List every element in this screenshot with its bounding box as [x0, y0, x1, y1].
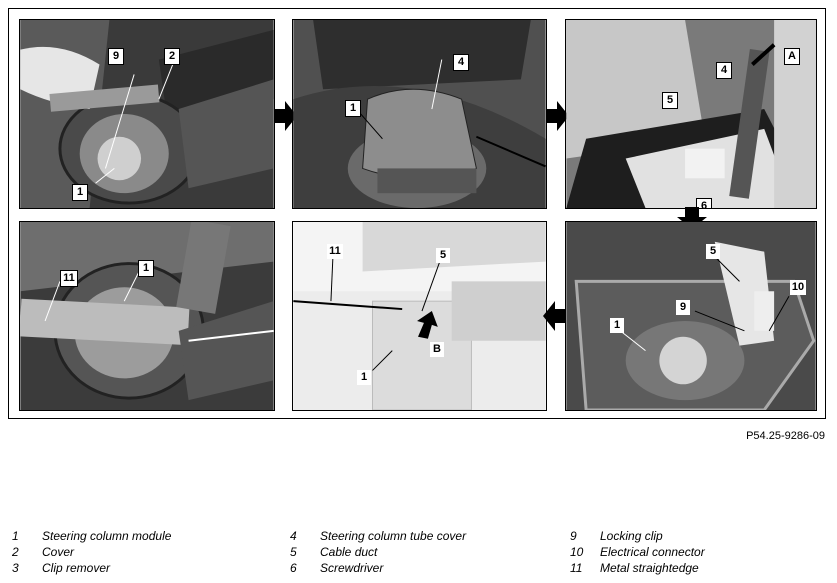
callout-9: 9	[676, 300, 690, 315]
figure-id: P54.25-9286-09	[746, 430, 825, 442]
callout-1b: 1	[345, 100, 361, 117]
callout-5c: 5	[706, 244, 720, 259]
callout-11: 11	[60, 270, 78, 287]
callout-10: 10	[790, 280, 806, 295]
photo-panel-2: 4 1	[292, 19, 547, 209]
arrow-label-a: A	[784, 48, 800, 65]
arrow-label-b: B	[430, 342, 444, 357]
callout-2: 2	[164, 48, 180, 65]
callout-4: 4	[453, 54, 469, 71]
callout-1e: 1	[610, 318, 624, 333]
arrow-right-icon	[547, 101, 569, 131]
drawing-panel-5: 11 5 B 1	[292, 221, 547, 411]
arrow-left-icon	[543, 301, 565, 331]
arrow-down-icon	[677, 207, 707, 229]
callout-5b: 5	[436, 248, 450, 263]
callout-5: 5	[662, 92, 678, 109]
photo-panel-6: 5 9 10 1	[565, 221, 817, 411]
callout-3: 9	[108, 48, 124, 65]
figure-frame: 9 2 1 4 1	[8, 8, 826, 419]
callout-6: 6	[696, 198, 712, 208]
arrow-right-icon	[275, 101, 297, 131]
photo-panel-4: 11 1	[19, 221, 275, 411]
callout-1d: 1	[357, 370, 371, 385]
callout-1c: 1	[138, 260, 154, 277]
callout-1: 1	[72, 184, 88, 201]
photo-panel-1: 9 2 1	[19, 19, 275, 209]
callout-11b: 11	[327, 244, 343, 259]
callout-4b: 4	[716, 62, 732, 79]
photo-panel-3: 4 5 6 A	[565, 19, 817, 209]
